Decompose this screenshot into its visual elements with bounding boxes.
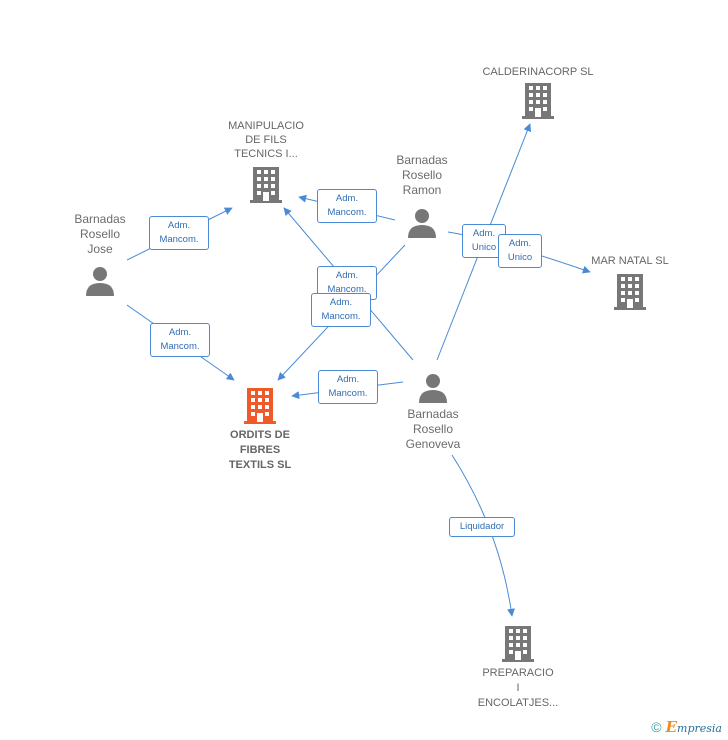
edge-label-line: Mancom. xyxy=(327,207,367,218)
label-line: Barnadas xyxy=(74,212,126,226)
edge-label-line: Adm. xyxy=(472,228,496,239)
edge-label-line: Unico xyxy=(507,252,533,263)
person-icon xyxy=(419,374,447,403)
label-line: MAR NATAL SL xyxy=(591,255,669,267)
edge-label-line: Unico xyxy=(471,242,497,253)
label-line: Ramon xyxy=(402,183,442,197)
edge-label-line: Adm. xyxy=(335,270,359,281)
label-line: TEXTILS SL xyxy=(228,459,292,471)
node-label: CALDERINACORP SL xyxy=(470,65,606,79)
node-label: PREPARACIO I ENCOLATJES... xyxy=(466,666,570,711)
node-person-jose[interactable]: Barnadas Rosello Jose xyxy=(60,212,140,296)
person-icon xyxy=(408,209,436,238)
building-icon xyxy=(250,167,282,203)
node-label: MANIPULACIO DE FILS TECNICS I... xyxy=(214,119,318,161)
edge-label-genoveva-ordits[interactable]: Adm. Mancom. xyxy=(318,370,378,404)
label-line: ENCOLATJES... xyxy=(477,697,559,709)
edge-label-line: Adm. xyxy=(336,374,360,385)
edge-label-line: Adm. xyxy=(168,327,192,338)
edge-label-line: Mancom. xyxy=(327,284,367,295)
edge-label-ramon-ordits[interactable]: Adm. Mancom. xyxy=(311,293,371,327)
logo-text: mpresia xyxy=(677,722,722,735)
node-label: ORDITS DE FIBRES TEXTILS SL xyxy=(210,428,310,473)
edge-label-line: Liquidador xyxy=(459,521,505,532)
copyright-icon: © xyxy=(651,719,662,735)
building-icon xyxy=(522,83,554,119)
edge-label-line: Mancom. xyxy=(328,388,368,399)
node-calderinacorp[interactable]: CALDERINACORP SL xyxy=(470,65,606,119)
edge-label-line: Adm. xyxy=(167,220,191,231)
edge-label-genoveva-preparacio[interactable]: Liquidador xyxy=(449,517,515,537)
label-line: Rosello xyxy=(412,422,454,436)
edge-label-jose-ordits[interactable]: Adm. Mancom. xyxy=(150,323,210,357)
building-icon xyxy=(614,274,646,310)
node-label: MAR NATAL SL xyxy=(580,254,680,268)
edge-label-line: Mancom. xyxy=(160,341,200,352)
edge-label-jose-manipulacio[interactable]: Adm. Mancom. xyxy=(149,216,209,250)
edge-label-ramon-marnatal[interactable]: Adm. Unico xyxy=(498,234,542,268)
label-line: TECNICS I... xyxy=(234,148,298,160)
label-line: Rosello xyxy=(79,227,121,241)
node-label: Barnadas Rosello Genoveva xyxy=(388,407,478,452)
empresia-logo[interactable]: Empresia xyxy=(666,718,722,736)
node-manipulacio[interactable]: MANIPULACIO DE FILS TECNICS I... xyxy=(214,119,318,203)
footer-brand: © Empresia xyxy=(651,718,722,736)
label-line: Genoveva xyxy=(405,437,461,451)
edge-label-line: Adm. xyxy=(335,193,359,204)
label-line: MANIPULACIO xyxy=(228,120,304,132)
label-line: PREPARACIO xyxy=(482,667,554,679)
label-line: FIBRES xyxy=(239,444,281,456)
node-ordits-focus[interactable]: ORDITS DE FIBRES TEXTILS SL xyxy=(210,388,310,473)
label-line: Jose xyxy=(87,242,113,256)
edge-label-line: Mancom. xyxy=(321,311,361,322)
node-label: Barnadas Rosello Jose xyxy=(60,212,140,257)
building-icon xyxy=(502,626,534,662)
edge-label-line: Adm. xyxy=(508,238,532,249)
label-line: Barnadas xyxy=(396,153,448,167)
edge-label-ramon-manipulacio[interactable]: Adm. Mancom. xyxy=(317,189,377,223)
node-label: Barnadas Rosello Ramon xyxy=(382,153,462,198)
logo-initial: E xyxy=(665,718,678,736)
node-person-genoveva[interactable]: Barnadas Rosello Genoveva xyxy=(388,373,478,452)
label-line: Barnadas xyxy=(407,407,459,421)
node-preparacio[interactable]: PREPARACIO I ENCOLATJES... xyxy=(466,626,570,711)
label-line: CALDERINACORP SL xyxy=(482,66,594,78)
label-line: ORDITS DE xyxy=(230,429,290,441)
node-person-ramon[interactable]: Barnadas Rosello Ramon xyxy=(382,153,462,238)
person-icon xyxy=(86,267,114,296)
label-line: I xyxy=(516,682,520,694)
building-icon xyxy=(244,388,276,424)
label-line: Rosello xyxy=(401,168,443,182)
edge-label-line: Mancom. xyxy=(159,234,199,245)
edge-label-line: Adm. xyxy=(329,297,353,308)
node-mar-natal[interactable]: MAR NATAL SL xyxy=(580,254,680,310)
label-line: DE FILS xyxy=(245,134,287,146)
